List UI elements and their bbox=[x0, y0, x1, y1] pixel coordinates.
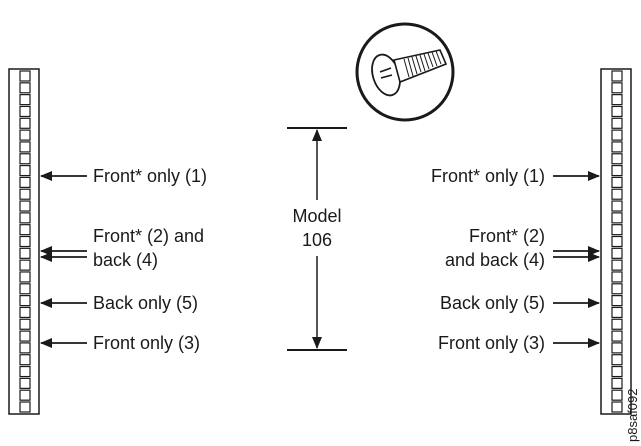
rail-hole bbox=[19, 94, 31, 106]
rail-hole bbox=[611, 259, 623, 271]
rail-hole bbox=[19, 354, 31, 366]
rail-hole bbox=[19, 247, 31, 259]
rail-hole bbox=[19, 377, 31, 389]
rail-hole bbox=[611, 283, 623, 295]
rail-hole bbox=[611, 330, 623, 342]
rail-hole bbox=[611, 295, 623, 307]
rail-hole bbox=[19, 235, 31, 248]
rail-hole bbox=[19, 129, 31, 141]
left-label-front-2-and-line1: Front* (2) and bbox=[93, 226, 204, 246]
rail-hole bbox=[611, 318, 623, 330]
right-label-front-2-and-line1: Front* (2) bbox=[469, 226, 545, 246]
rail-hole bbox=[19, 141, 31, 153]
rail-hole bbox=[611, 82, 623, 94]
rail-hole bbox=[19, 342, 31, 354]
rail-hole bbox=[611, 377, 623, 389]
rail-hole bbox=[19, 212, 31, 224]
rail-hole bbox=[19, 389, 31, 401]
rail-hole bbox=[611, 224, 623, 236]
rail-hole bbox=[611, 164, 623, 177]
rail-hole bbox=[611, 105, 623, 118]
rail-hole bbox=[611, 389, 623, 401]
rail-hole bbox=[611, 365, 623, 378]
rail-hole bbox=[19, 401, 31, 413]
rail-hole bbox=[611, 354, 623, 366]
rail-hole bbox=[19, 176, 31, 188]
figure-id: p8saf092 bbox=[625, 389, 640, 443]
rail-hole bbox=[19, 295, 31, 307]
model-dimension-line bbox=[287, 127, 347, 351]
rail-hole bbox=[611, 235, 623, 248]
rail-hole bbox=[611, 212, 623, 224]
rail-hole bbox=[19, 283, 31, 295]
left-label-front-only-1: Front* only (1) bbox=[93, 166, 207, 186]
rail-hole bbox=[611, 141, 623, 153]
rail-hole bbox=[19, 306, 31, 319]
rail-hole bbox=[611, 176, 623, 188]
left-label-back-only-5: Back only (5) bbox=[93, 293, 198, 313]
left-rail-holes bbox=[19, 70, 31, 413]
left-label-front-2-and-line2: back (4) bbox=[93, 250, 158, 270]
left-double-arrow bbox=[40, 246, 87, 262]
rail-hole bbox=[611, 70, 623, 82]
screw-icon bbox=[355, 22, 455, 122]
right-label-front-2-and-line2: and back (4) bbox=[445, 250, 545, 270]
rail-hole bbox=[611, 401, 623, 413]
rail-hole bbox=[19, 224, 31, 236]
left-label-front-only-3: Front only (3) bbox=[93, 333, 200, 353]
rail-hole bbox=[611, 188, 623, 200]
rail-hole bbox=[19, 200, 31, 212]
right-rail bbox=[600, 68, 632, 415]
rail-hole bbox=[19, 259, 31, 271]
model-label-line1: Model bbox=[292, 206, 341, 226]
rail-hole bbox=[19, 105, 31, 118]
right-label-front-only-3: Front only (3) bbox=[438, 333, 545, 353]
rail-hole bbox=[611, 129, 623, 141]
rail-hole bbox=[19, 318, 31, 330]
rail-hole bbox=[611, 342, 623, 354]
rail-hole bbox=[19, 70, 31, 82]
rail-hole bbox=[611, 247, 623, 259]
rail-hole bbox=[19, 164, 31, 177]
rail-hole bbox=[611, 94, 623, 106]
rail-hole bbox=[19, 153, 31, 165]
rail-hole bbox=[19, 365, 31, 378]
right-label-front-only-1: Front* only (1) bbox=[431, 166, 545, 186]
model-label-line2: 106 bbox=[302, 230, 332, 250]
right-label-back-only-5: Back only (5) bbox=[440, 293, 545, 313]
rail-hole bbox=[19, 188, 31, 200]
rail-hole bbox=[19, 117, 31, 129]
rail-hole bbox=[611, 200, 623, 212]
rail-hole bbox=[611, 117, 623, 129]
rail-hole bbox=[611, 153, 623, 165]
rail-hole bbox=[19, 271, 31, 283]
rail-hole bbox=[19, 330, 31, 342]
right-rail-holes bbox=[611, 70, 623, 413]
rail-hole bbox=[611, 271, 623, 283]
right-double-arrow bbox=[553, 246, 600, 262]
left-rail bbox=[8, 68, 40, 415]
rail-hole bbox=[611, 306, 623, 319]
rail-hole bbox=[19, 82, 31, 94]
